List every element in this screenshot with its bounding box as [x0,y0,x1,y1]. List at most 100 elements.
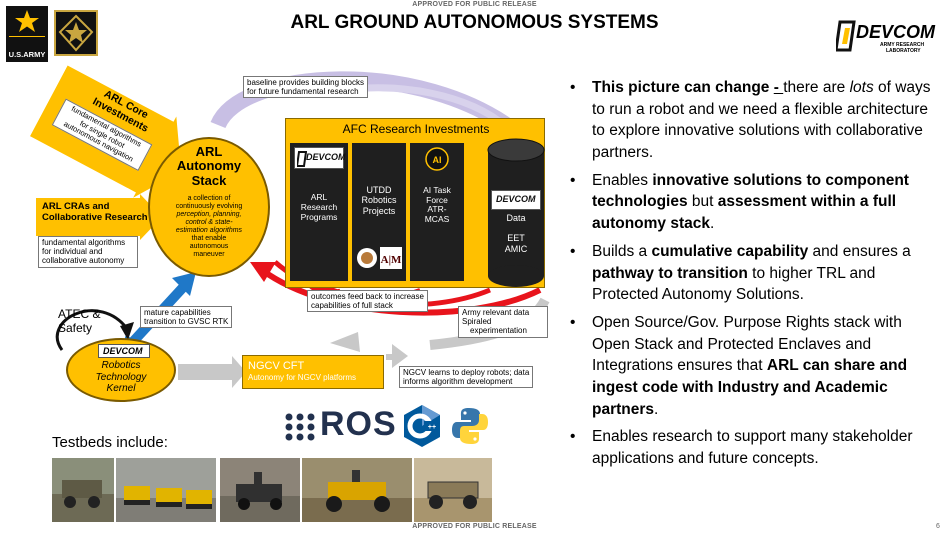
data-return-head [330,332,360,352]
col-utdd-line2: Robotics [361,195,397,206]
army-logo-text: U.S.ARMY [8,50,46,59]
futures-command-icon [58,14,94,52]
devcom-badge-data: DEVCOM [491,190,541,210]
atec-safety-label: ATEC & Safety [58,307,100,336]
atec-loop-arrow [55,309,130,351]
bullet2-seg5: . [710,215,715,233]
autonomy-stack-desc-line2: continuously evolving [175,203,243,211]
atec-line1: ATEC & [58,307,101,321]
col-arl-research: DEVCOM ARL Research Programs [290,143,348,281]
col-utdd-line1: UTDD [366,185,392,195]
devcom-logo-sub2: LABORATORY [886,48,921,54]
bullet3-seg3: and ensures a [808,242,911,260]
col-arl-line3: Programs [300,211,338,222]
ngcv-cft-box: NGCV CFT Autonomy for NGCV platforms [242,355,384,389]
ngcv-note-line2: informs algorithm development [403,377,513,387]
col-ai-line4: MCAS [424,214,450,225]
autonomy-stack-circle: ARL Autonomy Stack a collection of conti… [148,137,270,277]
devcom-logo-icon [297,151,307,167]
devcom-badge-word: DEVCOM [306,152,346,162]
data-cylinder-shape [487,138,545,287]
autonomy-stack-desc-line5: estimation algorithms [175,227,243,235]
col-arl-line2: Research [300,201,338,212]
robotics-technology-kernel: DEVCOM Robotics Technology Kernel [66,338,176,402]
bullet3-seg2: cumulative capability [651,242,809,260]
ngcv-title: NGCV CFT [248,360,305,372]
cras-desc: fundamental algorithms for individual an… [38,236,138,268]
bullet-item-2: Enables innovative solutions to componen… [568,170,943,235]
army-star-icon [13,8,41,34]
core-investments-arrow: ARL Core Investments fundamental algorit… [27,60,203,212]
testbed-photo-1 [52,458,114,522]
army-data-item3: experimentation [470,326,527,336]
devcom-logo: DEVCOM ARMY RESEARCH LABORATORY [836,18,936,58]
col-ai-line3: ATR- [427,204,447,215]
ngcv-subtitle: Autonomy for NGCV platforms [248,373,357,382]
devcom-badge-kernel: DEVCOM [98,344,150,358]
autonomy-stack-title-line1: ARL [195,144,223,159]
bullet2-seg3: but [687,193,718,211]
autonomy-stack-desc-line7: autonomous [189,243,229,251]
bullet4-seg2: ARL can share and ingest code with Indus… [592,357,908,418]
army-logo: U.S.ARMY [6,6,48,62]
baseline-note-line2: for future fundamental research [247,87,359,97]
devcom-logo-icon [836,20,856,52]
testbed-photo-4 [302,458,412,522]
autonomy-stack-desc-line8: maneuver [193,251,225,259]
ngcv-right-arrow [386,344,408,368]
mature-line2: transition to GVSC RTK [144,317,229,327]
bullet3-seg5: to higher TRL and Protected Autonomy Sol… [592,264,876,304]
col-utdd: UTDD Robotics Projects A|M [352,143,406,281]
ros-logo-text: ROS [320,405,397,443]
autonomy-stack-desc-line3: perception, planning, [176,211,242,219]
col-data-line2: EET [507,233,525,244]
col-arl-line1: ARL [310,192,328,202]
cras-title: ARL CRAs and Collaborative Research [42,201,148,224]
mature-line1: mature capabilities [144,308,211,317]
autonomy-stack-title-line3: Stack [191,172,227,188]
outcomes-note: outcomes feed back to increase capabilit… [307,290,428,313]
ngcv-note-line1: NGCV learns to deploy robots; data [403,368,530,377]
col-ai-line1: AI Task [423,184,451,195]
col-data-line1: Data [506,213,526,223]
data-cylinder: DEVCOM Data EET AMIC [487,138,545,288]
bullet1-seg2: - [773,79,784,96]
afc-title: AFC Research Investments [342,122,490,136]
atec-line2: Safety [58,321,93,336]
bullet4-seg1: Open Source/Gov. Purpose Rights stack wi… [592,313,902,375]
col-ai-line2: Force [426,194,448,205]
bullet3-seg1: Builds a [592,242,652,260]
testbed-photo-3 [220,458,300,522]
army-logo-rule [9,36,45,37]
autonomy-stack-title-line2: Autonomy [176,158,242,174]
svg-text:AI: AI [433,155,442,165]
bullet-item-4: Open Source/Gov. Purpose Rights stack wi… [568,312,943,420]
col-data-line3: AMIC [504,243,528,254]
bullet-list: This picture can change - there are lots… [568,77,943,476]
devcom-logo-sub1: ARMY RESEARCH [880,42,925,48]
mature-capabilities-note: mature capabilities transition to GVSC R… [140,306,233,329]
release-banner-top: APPROVED FOR PUBLIC RELEASE [412,1,537,8]
atec-loop-head [120,322,134,340]
autonomy-stack-title: ARL Autonomy Stack [150,144,268,188]
bullet2-seg1: Enables [592,171,653,189]
ros-dots-icon [285,413,315,441]
bullet3-seg4: pathway to transition [592,264,748,282]
cras-desc-line1: fundamental algorithms [42,238,126,247]
ngcv-note: NGCV learns to deploy robots; data infor… [399,366,534,389]
bullet1-seg3: there are [783,79,850,96]
utdd-seal-icon [357,248,377,268]
cras-arrow-shape [36,194,162,240]
bullet4-seg3: . [654,400,659,418]
autonomy-stack-desc-line4: control & state- [185,219,233,227]
testbeds-label: Testbeds include: [52,434,168,451]
cras-title-line1: ARL CRAs and [42,201,110,212]
bullet1-seg1: This picture can change [592,79,774,96]
python-icon [452,408,488,444]
baseline-note: baseline provides building blocks for fu… [243,76,368,99]
devcom-badge-kernel-word: DEVCOM [103,346,143,356]
testbed-photo-5 [414,458,492,522]
army-data-note: Army relevant data Spiraled experimentat… [458,306,548,338]
kernel-line2: Technology [95,371,147,383]
bullet-item-3: Builds a cumulative capability and ensur… [568,241,943,306]
